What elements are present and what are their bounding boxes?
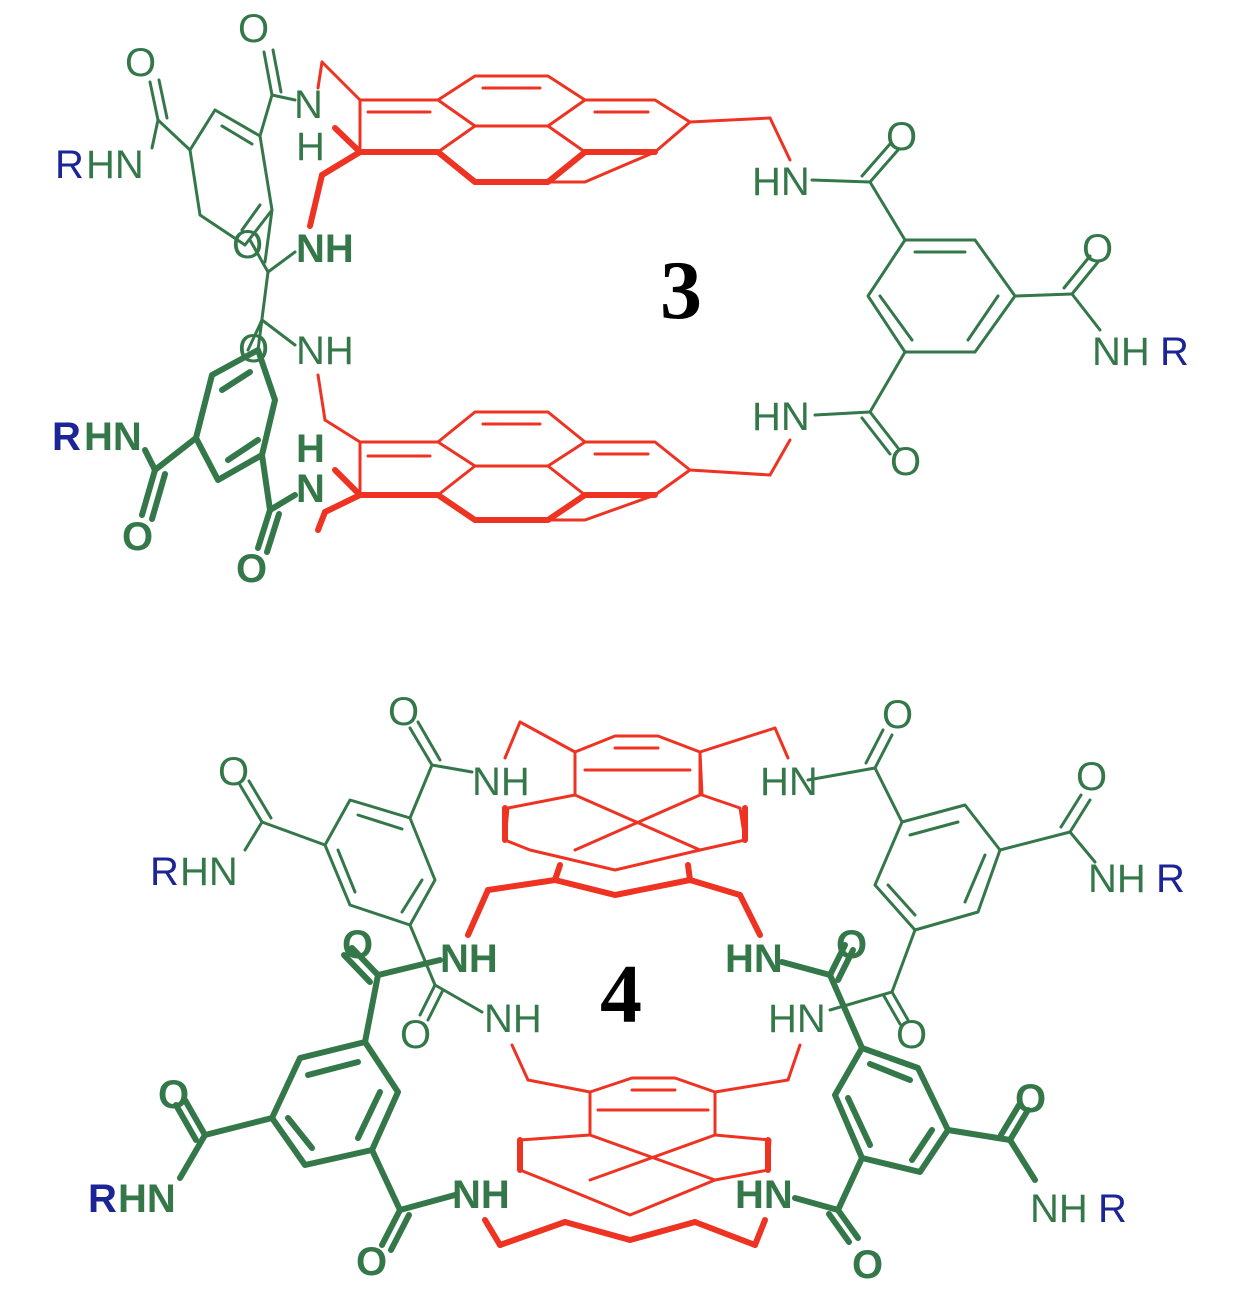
atom-label-o-bold: O (852, 1243, 883, 1287)
atom-label-o-bold: O (342, 923, 373, 967)
substituent-r-bold: R (52, 415, 81, 459)
compound-4-structure: O O O NH HN O R HN NH R O NH HN O 4 NH H… (88, 690, 1185, 1287)
atom-label-nh-bold: NH (440, 937, 498, 981)
atom-label-o-bold: O (236, 547, 267, 591)
atom-label-o: O (1076, 755, 1107, 799)
atom-label-hn: HN (752, 160, 810, 204)
atom-label-o: O (238, 7, 269, 51)
atom-label-hn-bold: HN (735, 1173, 793, 1217)
atom-label-o: O (400, 1013, 431, 1057)
compound-number-4: 4 (600, 948, 642, 1041)
compound-3-upper-pyrene-bold-edge (307, 125, 658, 229)
atom-label-nh: NH (1088, 857, 1146, 901)
compound-3-upper-pyrene (316, 60, 792, 184)
atom-label-o: O (890, 440, 921, 484)
atom-label-nh: NH (472, 760, 530, 804)
substituent-r: R (55, 143, 84, 187)
atom-label-h-bold: H (296, 427, 325, 471)
atom-label-o: O (882, 693, 913, 737)
substituent-r: R (1160, 330, 1189, 374)
atom-label-hn: HN (180, 850, 238, 894)
atom-label-n-bold: N (296, 467, 325, 511)
atom-label-o: O (1082, 227, 1113, 271)
compound-3-right-isophthalamide (810, 142, 1102, 456)
atom-label-o: O (218, 750, 249, 794)
compound-4-upper-pyrene-bold-edge (465, 805, 763, 938)
substituent-r: R (1098, 1187, 1127, 1231)
atom-label-n: N (294, 83, 323, 127)
atom-label-nh-bold: NH (296, 227, 354, 271)
atom-label-h: H (296, 125, 325, 169)
atom-label-o-bold: O (1015, 1077, 1046, 1121)
compound-number-3: 3 (660, 244, 702, 337)
compound-4-upper-pyrene (503, 720, 790, 872)
compound-3-lower-pyrene-bold-edge (315, 467, 658, 533)
atom-label-hn: HN (752, 395, 810, 439)
atom-label-hn-bold: HN (725, 937, 783, 981)
compound-3-structure: O O N H R HN HN O O NH 3 O NH R O NH HN … (52, 7, 1189, 591)
substituent-r: R (1156, 857, 1185, 901)
compound-4-lower-pyrene-bold-edge (482, 1137, 771, 1248)
atom-label-o: O (238, 327, 269, 371)
compound-4-lower-right-isophthalamide (779, 942, 1038, 1245)
atom-label-nh: NH (1092, 330, 1150, 374)
atom-label-o-bold: O (356, 1240, 387, 1284)
compound-3-lower-pyrene (316, 373, 792, 522)
atom-label-o: O (886, 115, 917, 159)
atom-label-nh: NH (484, 997, 542, 1041)
atom-label-hn: HN (760, 760, 818, 804)
atom-label-o: O (388, 690, 419, 734)
atom-label-nh-bold: NH (452, 1173, 510, 1217)
substituent-r: R (150, 850, 179, 894)
compound-4-upper-left-isophthalamide (238, 720, 484, 1022)
compound-4-upper-right-isophthalamide (806, 728, 1097, 1026)
atom-label-o: O (232, 223, 263, 267)
atom-label-o-bold: O (158, 1073, 189, 1117)
atom-label-nh: NH (1030, 1187, 1088, 1231)
atom-label-hn: HN (86, 143, 144, 187)
atom-label-o: O (125, 41, 156, 85)
compound-4-lower-left-isophthalamide (173, 945, 458, 1253)
substituent-r-bold: R (88, 1177, 117, 1221)
atom-label-hn-bold: HN (118, 1177, 176, 1221)
atom-label-o: O (896, 1013, 927, 1057)
compound-4-labels: O O O NH HN O R HN NH R O NH HN O 4 NH H… (88, 690, 1185, 1287)
compound-3-left-lower-isophthalamide (139, 347, 298, 555)
atom-label-hn: HN (768, 997, 826, 1041)
atom-label-o-bold: O (122, 515, 153, 559)
atom-label-nh: NH (296, 329, 354, 373)
atom-label-o-bold: O (836, 923, 867, 967)
atom-label-hn-bold: HN (84, 415, 142, 459)
compound-3-labels: O O N H R HN HN O O NH 3 O NH R O NH HN … (52, 7, 1189, 591)
compound-3-central-linker (246, 238, 297, 352)
compound-3-left-upper-isophthalamide (148, 48, 297, 264)
